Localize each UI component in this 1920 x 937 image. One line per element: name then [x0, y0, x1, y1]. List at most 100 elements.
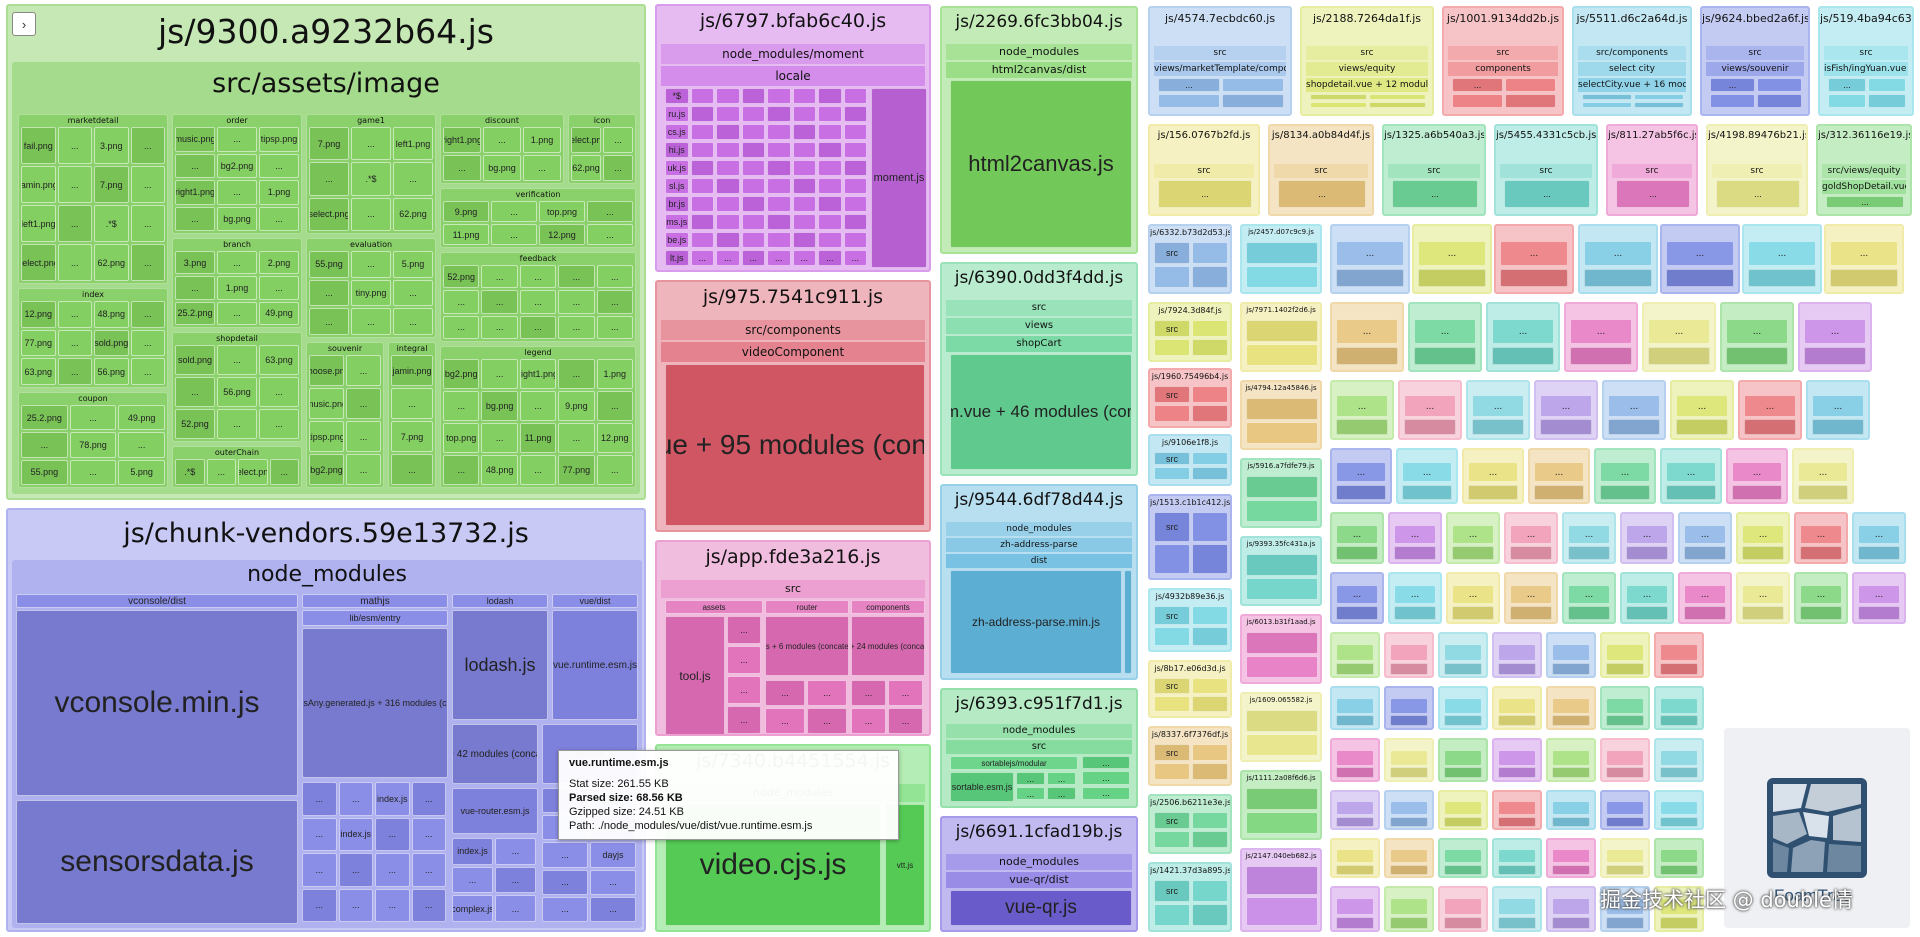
module-tile[interactable] [1552, 698, 1590, 714]
module-tile[interactable]: .*$ [175, 459, 205, 485]
module-tile[interactable] [1606, 767, 1644, 778]
module-tile[interactable]: be.js [665, 232, 689, 248]
module-tile[interactable]: ... [542, 842, 588, 868]
module-lodash[interactable]: lodash.js [452, 610, 548, 720]
small-chunk[interactable]: ... [1466, 380, 1530, 440]
module-tile[interactable] [1660, 767, 1698, 778]
module-tile[interactable] [1192, 812, 1228, 829]
module-tile[interactable]: ... [542, 869, 588, 895]
module-tile[interactable]: ... [1418, 241, 1486, 266]
small-chunk[interactable] [1654, 686, 1704, 730]
module-tile[interactable] [1336, 698, 1374, 714]
module-tile[interactable]: ... [302, 888, 337, 922]
module-axios[interactable]: axios.js + 42 modules (concatenated) [452, 724, 538, 784]
module-tile[interactable]: src [1154, 452, 1190, 465]
module-tile[interactable] [1606, 817, 1644, 827]
module-tile[interactable]: ... [1608, 395, 1660, 417]
module-tile[interactable] [818, 214, 842, 230]
module-tile[interactable] [1418, 269, 1486, 287]
module-tile[interactable] [1192, 880, 1228, 902]
small-chunk[interactable]: ... [1396, 448, 1458, 504]
module-tile[interactable] [1336, 485, 1386, 500]
module-tile[interactable]: ... [1830, 241, 1898, 266]
module-tile[interactable]: ... [1452, 585, 1494, 604]
module-tile[interactable] [1336, 269, 1404, 287]
module-tile[interactable] [716, 178, 740, 194]
module-tile[interactable] [1192, 405, 1228, 422]
module-tile[interactable] [1404, 419, 1456, 435]
module-tile[interactable]: ... [346, 388, 381, 419]
module-tile[interactable]: ... [558, 423, 595, 453]
module-tile[interactable] [1634, 102, 1684, 108]
module-tile[interactable] [1660, 817, 1698, 827]
module-tile[interactable]: 12.png [21, 301, 56, 328]
module-tile[interactable]: ... [302, 817, 337, 851]
module-tile[interactable] [1192, 696, 1228, 712]
module-tile[interactable] [716, 196, 740, 212]
module-tile[interactable]: right1.png [443, 127, 481, 153]
module-tile[interactable]: 1.png [523, 127, 561, 153]
module-tile[interactable]: ... [351, 127, 391, 161]
small-chunk[interactable]: ... [1794, 572, 1848, 624]
folder-sortablejs[interactable]: sortablejs/modular [950, 756, 1078, 770]
module-tile[interactable] [1742, 606, 1784, 620]
small-chunk[interactable]: ... [1412, 224, 1492, 294]
module-tile[interactable] [1390, 715, 1428, 726]
module-tile[interactable] [1246, 476, 1318, 498]
module-tile[interactable] [1552, 715, 1590, 726]
small-chunk[interactable]: ... [1594, 448, 1656, 504]
folder-lib-esm-entry[interactable]: lib/esm/entry [302, 610, 448, 626]
module-tile[interactable]: ... [1158, 180, 1252, 208]
small-chunk[interactable]: ... [1642, 302, 1716, 372]
module-tile[interactable]: ... [57, 127, 92, 164]
module-tile[interactable] [1246, 632, 1318, 654]
module-tile[interactable] [1192, 904, 1228, 926]
small-chunk[interactable] [1438, 790, 1488, 830]
module-tile[interactable]: 5.png [118, 459, 165, 485]
module-tile[interactable] [741, 106, 765, 122]
module-tile[interactable]: ... [807, 680, 847, 706]
module-tile[interactable]: ru.js [665, 106, 689, 122]
module-tile[interactable]: ... [716, 250, 740, 266]
module-tile[interactable]: ... [21, 432, 68, 458]
small-chunk[interactable]: ... [1330, 224, 1410, 294]
module-tile[interactable]: src [1154, 320, 1190, 337]
module-tile[interactable]: ... [443, 455, 480, 485]
module-tile[interactable] [1660, 801, 1698, 815]
small-chunk[interactable] [1330, 738, 1380, 782]
module-moment[interactable]: moment.js [871, 88, 927, 268]
module-tile[interactable] [1336, 865, 1374, 875]
module-tile[interactable]: top.png [443, 423, 480, 453]
small-chunk[interactable] [1600, 738, 1650, 782]
module-tile[interactable]: ... [259, 377, 299, 407]
module-tile[interactable]: 7.png [391, 421, 433, 452]
module-tile[interactable]: ... [1500, 241, 1568, 266]
module-tile[interactable] [1606, 715, 1644, 726]
module-tile[interactable]: ... [1716, 180, 1800, 208]
module-tile[interactable] [1828, 94, 1866, 108]
module-tile[interactable]: ... [727, 646, 761, 674]
module-tile[interactable]: left1.png [393, 127, 433, 161]
module-tile[interactable] [1552, 801, 1590, 815]
module-tile[interactable] [1336, 817, 1374, 827]
module-tile[interactable]: ... [411, 853, 446, 887]
small-chunk[interactable] [1438, 838, 1488, 878]
module-tile[interactable]: ... [1336, 525, 1378, 544]
module-tile[interactable] [1336, 419, 1388, 435]
module-main[interactable]: main.js + 24 modules (concatenated) [851, 616, 925, 676]
module-tile[interactable] [767, 196, 791, 212]
module-tile[interactable]: music.png [309, 388, 344, 419]
module-tile[interactable] [716, 106, 740, 122]
module-tile[interactable]: ... [1742, 585, 1784, 604]
module-tile[interactable] [1606, 644, 1644, 661]
small-chunk[interactable]: ... [1534, 380, 1598, 440]
module-tile[interactable]: 7.png [94, 166, 129, 203]
chunk-519[interactable]: js/519.4ba94c63.jssrcisFish/ingYuan.vue … [1818, 6, 1914, 116]
module-tile[interactable] [1336, 801, 1374, 815]
small-chunk[interactable] [1330, 632, 1380, 678]
small-chunk[interactable]: ... [1660, 224, 1740, 294]
